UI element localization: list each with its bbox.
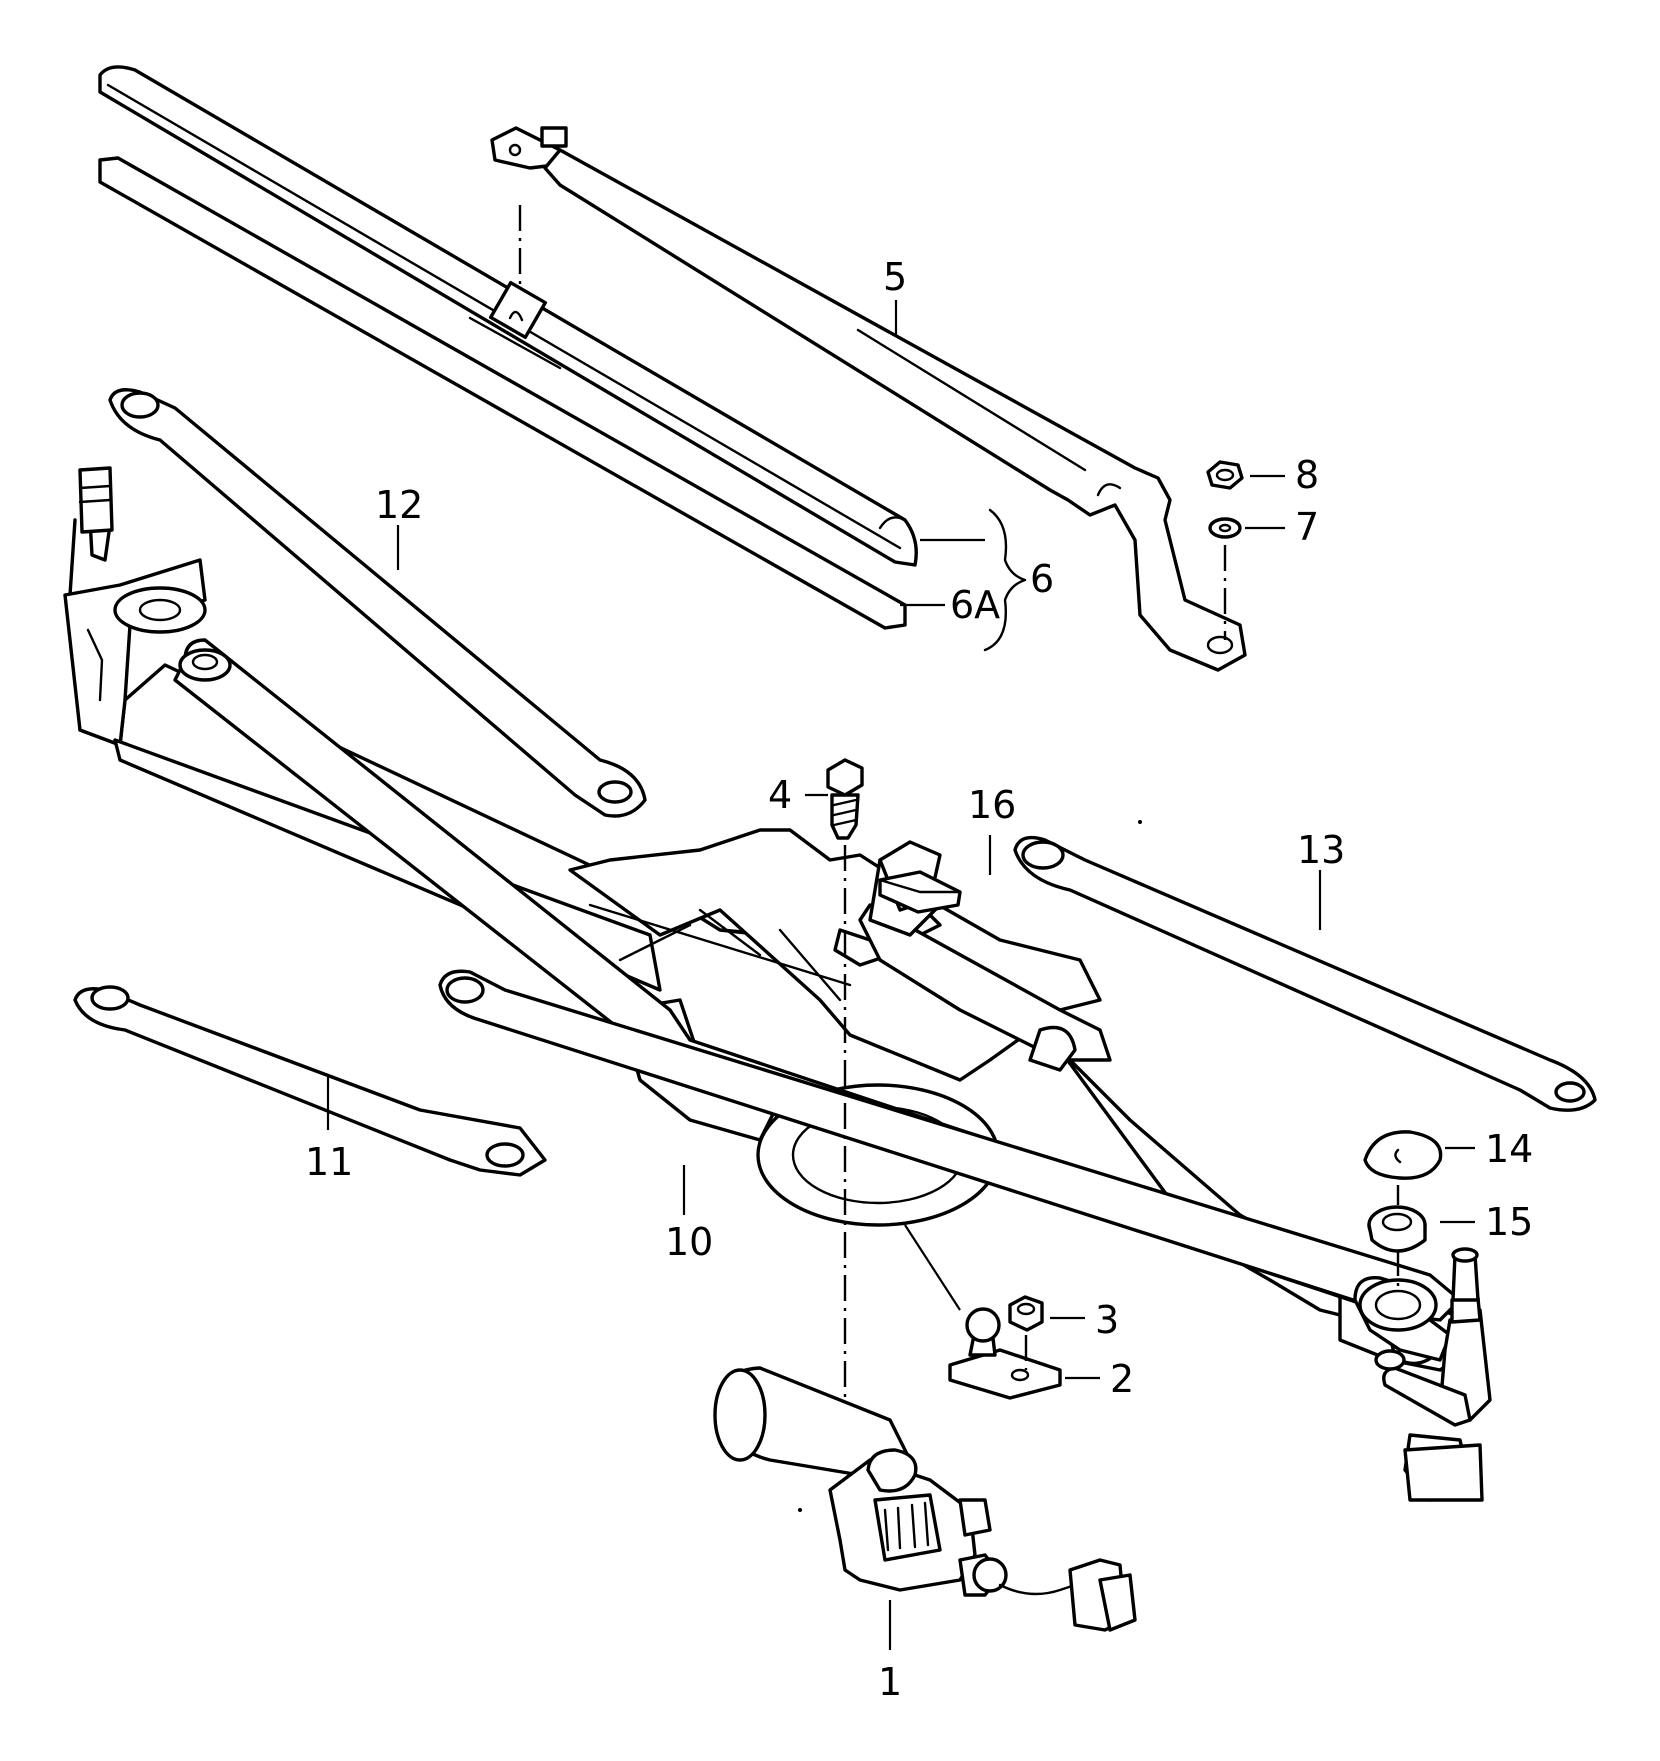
callout-8: 8 <box>1295 453 1319 497</box>
wiper-arm <box>490 126 1247 672</box>
nut-8 <box>1206 460 1244 490</box>
callout-14: 14 <box>1485 1127 1533 1171</box>
pad-16 <box>878 870 962 914</box>
callout-11: 11 <box>305 1140 353 1184</box>
bolt-4 <box>826 758 864 840</box>
nut-3 <box>1008 1295 1044 1332</box>
connecting-rod-11 <box>73 985 547 1177</box>
bushing-15 <box>1367 1205 1427 1253</box>
callout-1: 1 <box>878 1660 902 1704</box>
callout-13: 13 <box>1297 828 1345 872</box>
leader-ballstud <box>904 1224 961 1311</box>
leader-lines <box>326 300 1475 1650</box>
speck <box>1138 820 1142 824</box>
callout-6a: 6A <box>950 583 1000 627</box>
washer-7 <box>1208 517 1242 539</box>
callout-6: 6 <box>1030 557 1054 601</box>
callout-3: 3 <box>1095 1298 1119 1342</box>
cap-14 <box>1363 1130 1443 1180</box>
right-pivot-assembly <box>1353 1247 1492 1502</box>
callout-15: 15 <box>1485 1200 1533 1244</box>
callout-10: 10 <box>665 1220 713 1264</box>
callout-12: 12 <box>375 483 423 527</box>
speck <box>798 1508 802 1512</box>
connecting-rod-12 <box>108 388 647 818</box>
callout-16: 16 <box>968 783 1016 827</box>
callout-4: 4 <box>768 773 792 817</box>
wiper-blade <box>98 65 918 630</box>
ball-stud-bracket-2 <box>948 1307 1062 1400</box>
callouts: 1 2 3 4 5 6 6A 7 8 10 11 12 13 14 15 16 <box>305 255 1533 1704</box>
wiper-motor-1 <box>713 1366 1137 1632</box>
connecting-rod-13 <box>1013 835 1597 1112</box>
callout-5: 5 <box>883 255 907 299</box>
callout-2: 2 <box>1110 1357 1134 1401</box>
callout-7: 7 <box>1295 505 1319 549</box>
